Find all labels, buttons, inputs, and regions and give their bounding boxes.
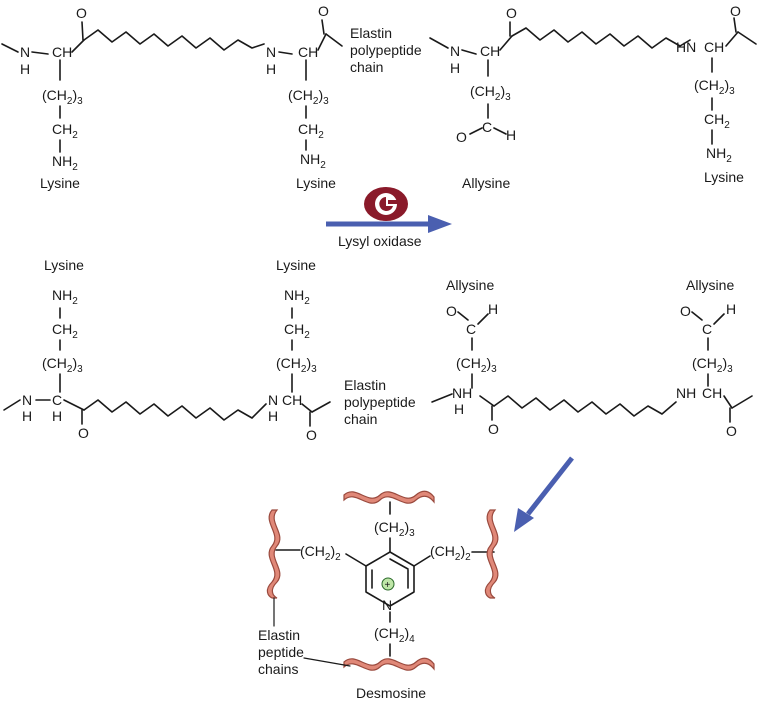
atom-ch: CH — [702, 385, 722, 401]
atom-paren-ch2: (CH2)4 — [374, 625, 415, 645]
top-right-allysine-chain: N H CH O HN CH O (CH2)3 C O H Allysine (… — [429, 3, 757, 191]
atom-c: C — [466, 321, 476, 337]
atom-h: H — [20, 61, 30, 77]
atom-o: O — [306, 427, 317, 443]
atom-n: N — [266, 44, 276, 60]
label-elastin-peptide-chains: Elastin peptide chains — [258, 627, 308, 677]
atom-h: H — [22, 408, 32, 424]
atom-h: H — [488, 301, 498, 317]
atom-ch2: CH2 — [284, 321, 310, 341]
atom-paren-ch2: (CH2)3 — [694, 77, 735, 97]
atom-o: O — [446, 303, 457, 319]
atom-ch2: CH2 — [704, 111, 730, 131]
peptide-chain-wave — [343, 490, 435, 504]
label-lysine-3: Lysine — [704, 169, 744, 185]
atom-n: N — [20, 44, 30, 60]
peptide-chain-wave — [266, 509, 281, 599]
atom-nh: NH — [676, 385, 696, 401]
atom-paren-ch2: (CH2)3 — [288, 87, 329, 107]
atom-o: O — [730, 3, 741, 19]
atom-n: N — [382, 597, 392, 613]
middle-right-allysine-chain: Allysine O C H (CH2)3 NH H O NH CH O All… — [431, 277, 753, 439]
atom-ch: CH — [52, 44, 72, 60]
atom-paren-ch2: (CH2)3 — [456, 355, 497, 375]
atom-ch2: CH2 — [52, 321, 78, 341]
atom-ch: CH — [282, 392, 302, 408]
label-lysine-4: Lysine — [44, 257, 84, 273]
atom-nh2: NH2 — [52, 287, 78, 307]
label-allysine-2: Allysine — [446, 277, 494, 293]
top-left-lysine-chain: N H CH O N H CH O (CH2)3 CH2 NH2 Lysine … — [1, 3, 426, 191]
label-elastin-chain-2: Elastin polypeptide chain — [344, 377, 420, 427]
atom-nh2: NH2 — [300, 151, 326, 171]
atom-ch2: CH2 — [298, 121, 324, 141]
atom-paren-ch2: (CH2)3 — [470, 83, 511, 103]
middle-left-lysine-chain: Lysine NH2 CH2 (CH2)3 N H C H O N H CH O… — [3, 257, 420, 443]
label-lysine-5: Lysine — [276, 257, 316, 273]
plus-charge: + — [385, 580, 391, 591]
atom-ch: CH — [298, 44, 318, 60]
atom-nh: NH — [452, 385, 472, 401]
atom-paren-ch2: (CH2)2 — [300, 543, 341, 563]
reaction-arrow — [326, 215, 452, 233]
atom-h: H — [52, 408, 62, 424]
atom-hn: HN — [676, 39, 696, 55]
atom-paren-ch2: (CH2)3 — [374, 519, 415, 539]
label-enzyme: Lysyl oxidase — [338, 233, 422, 249]
atom-h: H — [454, 401, 464, 417]
atom-o: O — [76, 5, 87, 21]
atom-h: H — [726, 301, 736, 317]
atom-ch: CH — [480, 43, 500, 59]
atom-c: C — [52, 392, 62, 408]
label-lysine-1: Lysine — [40, 175, 80, 191]
atom-h: H — [268, 408, 278, 424]
atom-o: O — [488, 421, 499, 437]
atom-c: C — [482, 119, 492, 135]
atom-paren-ch2: (CH2)2 — [430, 543, 471, 563]
atom-ch: CH — [704, 39, 724, 55]
atom-paren-ch2: (CH2)3 — [42, 87, 83, 107]
atom-o: O — [318, 3, 329, 19]
atom-c: C — [702, 321, 712, 337]
atom-n: N — [22, 392, 32, 408]
atom-paren-ch2: (CH2)3 — [276, 355, 317, 375]
label-elastin-chain: Elastin polypeptide chain — [350, 25, 426, 75]
peptide-chain-wave — [343, 657, 435, 671]
atom-h: H — [450, 60, 460, 76]
peptide-chain-wave — [484, 509, 499, 599]
atom-o: O — [506, 5, 517, 21]
atom-n: N — [450, 43, 460, 59]
atom-paren-ch2: (CH2)3 — [42, 355, 83, 375]
atom-o: O — [78, 425, 89, 441]
atom-o: O — [456, 129, 467, 145]
atom-nh2: NH2 — [284, 287, 310, 307]
label-allysine: Allysine — [462, 175, 510, 191]
atom-nh2: NH2 — [52, 153, 78, 173]
atom-o: O — [680, 303, 691, 319]
label-allysine-3: Allysine — [686, 277, 734, 293]
atom-h: H — [506, 127, 516, 143]
atom-h: H — [266, 61, 276, 77]
atom-nh2: NH2 — [706, 145, 732, 165]
atom-o: O — [726, 423, 737, 439]
atom-n: N — [268, 392, 278, 408]
desmosine-structure: (CH2)3 + N (CH2)2 (CH2)2 (CH2)4 — [266, 490, 499, 671]
reaction-arrow-diagonal — [514, 456, 574, 532]
atom-ch2: CH2 — [52, 121, 78, 141]
lysyl-oxidase-enzyme-icon — [364, 187, 408, 221]
atom-paren-ch2: (CH2)3 — [692, 355, 733, 375]
label-desmosine: Desmosine — [356, 685, 426, 701]
label-lysine-2: Lysine — [296, 175, 336, 191]
